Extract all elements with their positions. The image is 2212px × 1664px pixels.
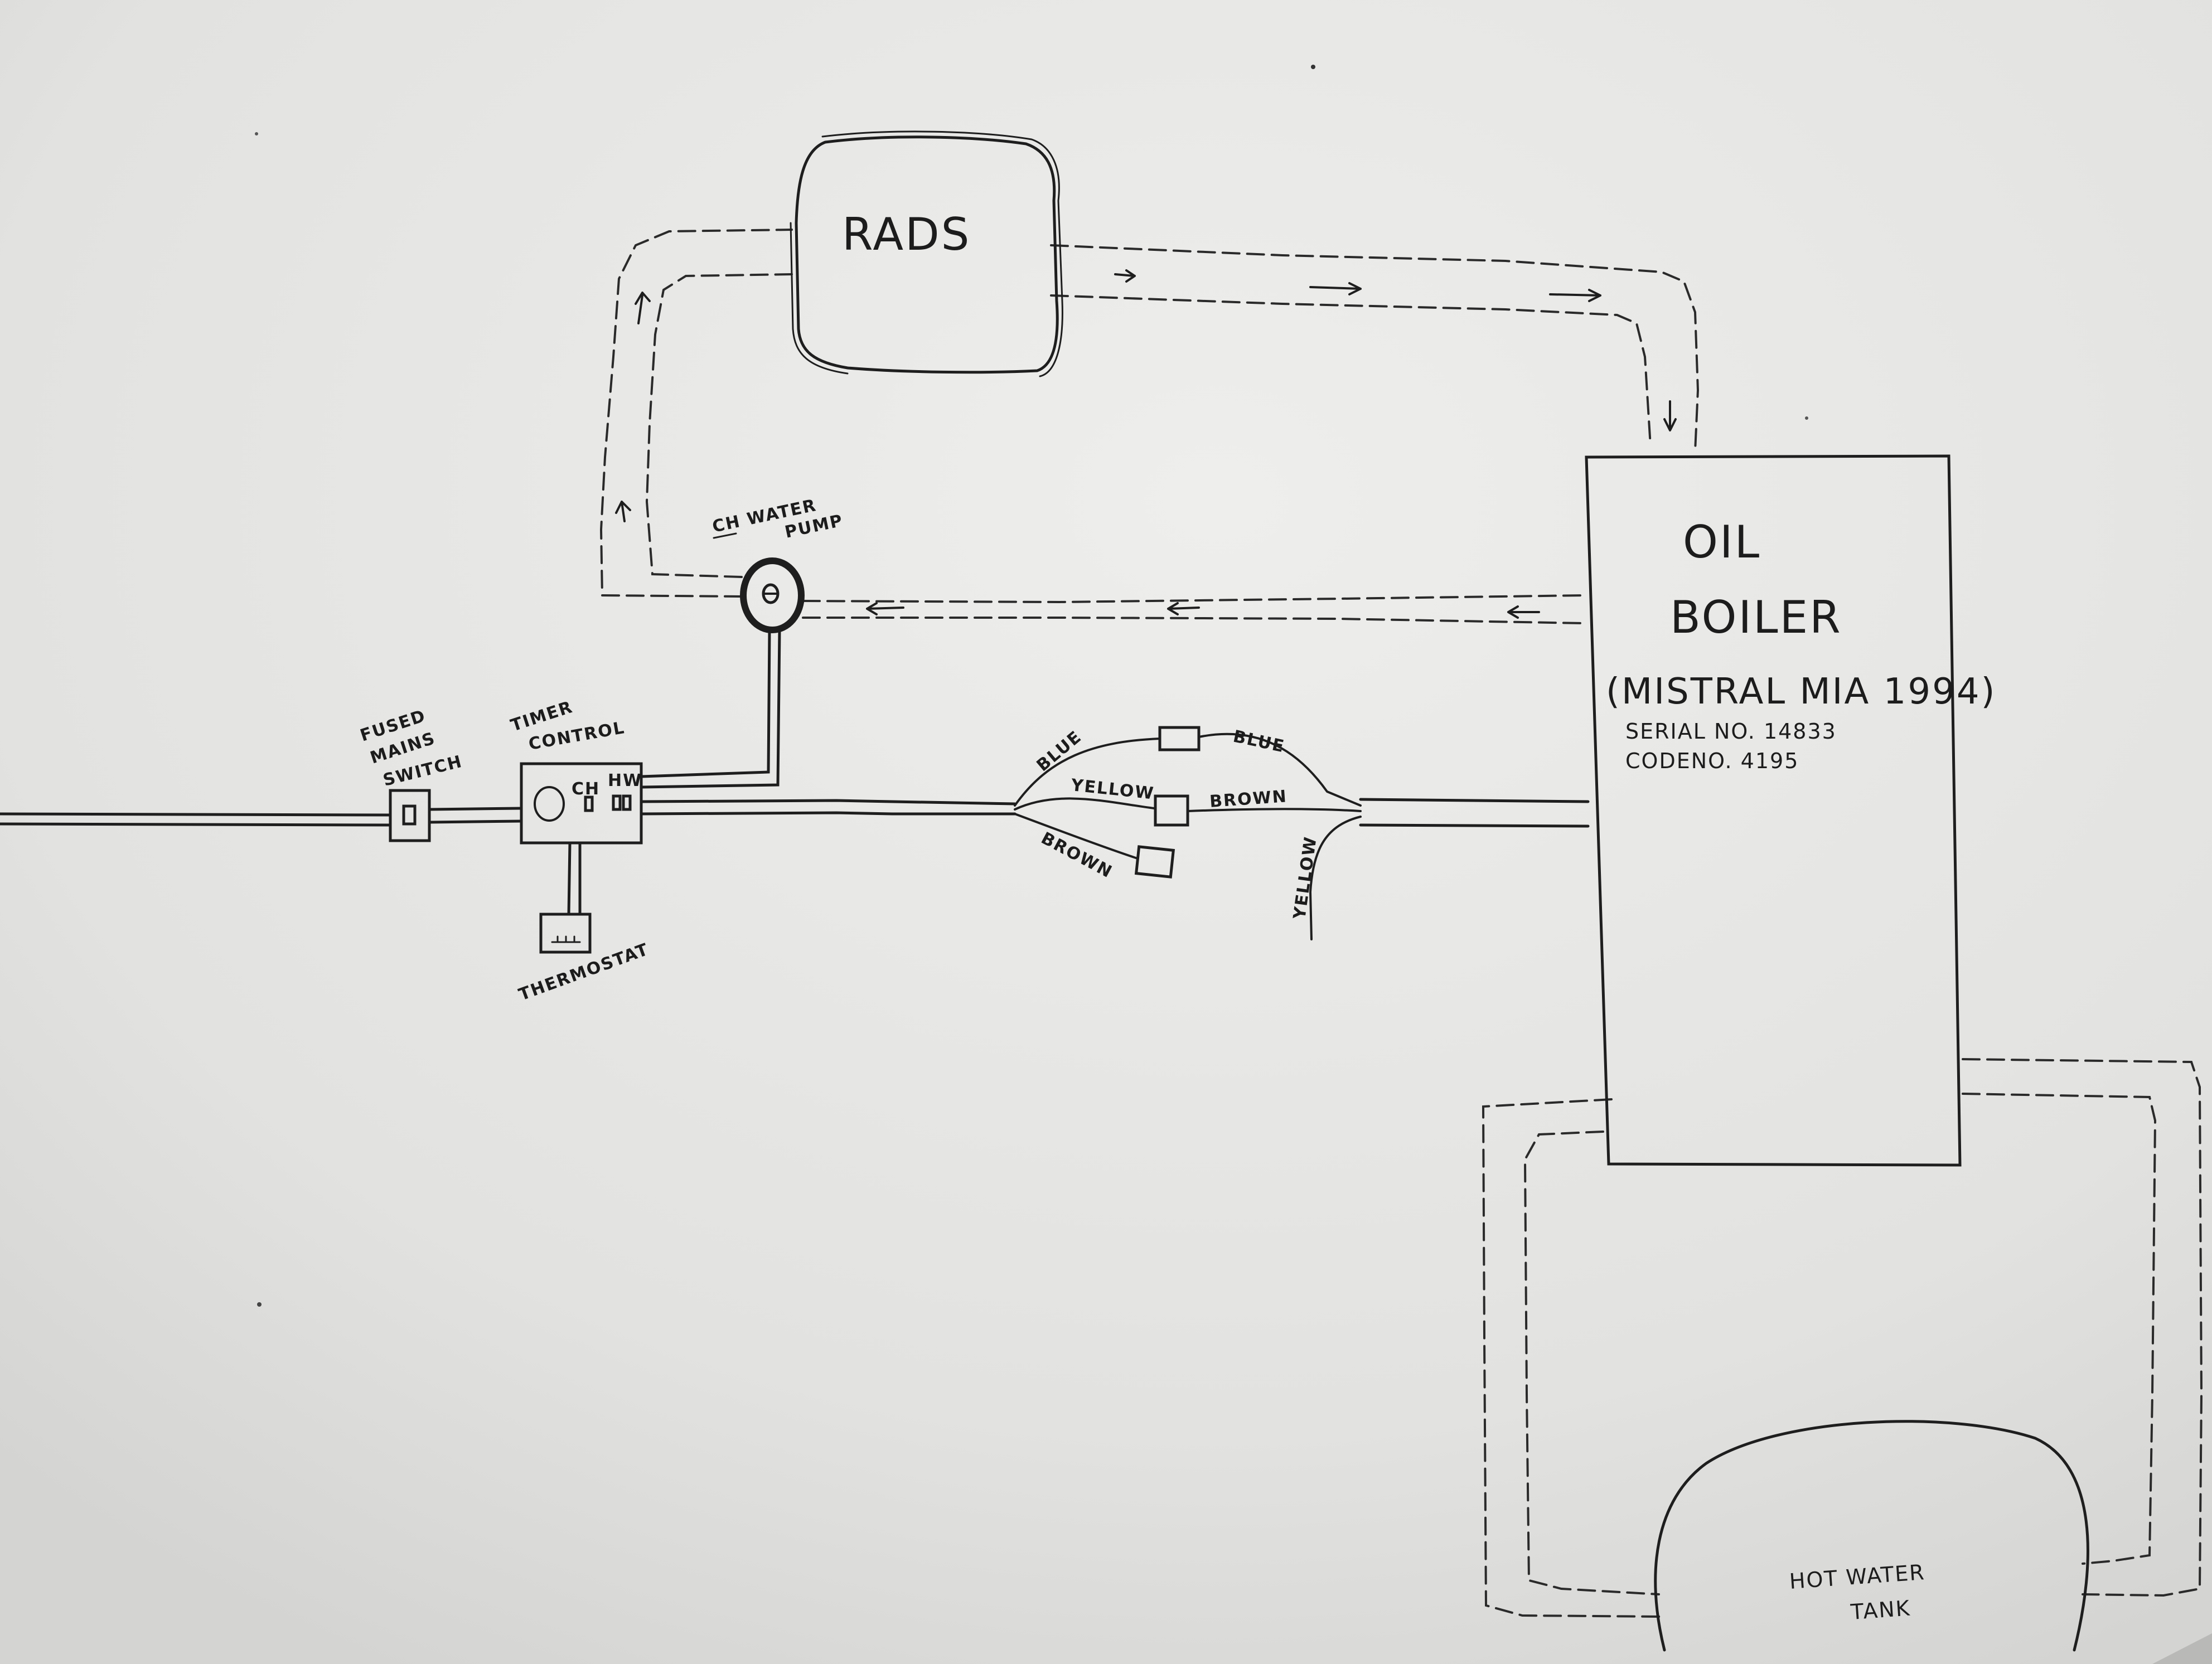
paper-speck — [1805, 416, 1808, 420]
flow-arrow-icon — [635, 292, 651, 324]
boiler-box — [1585, 454, 1962, 1167]
wire-brown-left — [1014, 813, 1139, 860]
rads-unit: RADS — [790, 130, 1063, 377]
timer-hw-label: HW — [608, 771, 642, 790]
flow-arrow-icon — [1167, 602, 1200, 615]
mains-cable-bottom — [0, 822, 392, 827]
rads-to-boiler-pipe-inner — [1050, 294, 1652, 447]
hw-pipework — [1482, 1058, 2203, 1618]
paper-speck — [1311, 65, 1315, 69]
mains-cable-top — [0, 812, 392, 817]
wire-brown-right — [1187, 808, 1362, 812]
connector-block-brown-left — [1134, 845, 1175, 879]
thermostat-box — [539, 913, 592, 954]
hw-pipe-right-outer — [1962, 1058, 2203, 1597]
hw-pipe-left-inner — [1523, 1131, 1660, 1595]
timer-hw-switch-icon — [612, 794, 622, 811]
ch-flow-pipe-inner — [645, 273, 793, 578]
boiler-label-line1: OIL — [1683, 516, 1761, 568]
pump-cable — [640, 628, 771, 778]
rads-label: RADS — [842, 208, 971, 260]
boiler-model: (MISTRAL MIA 1994) — [1606, 671, 1997, 712]
hw-pipe-right-inner — [1962, 1093, 2157, 1565]
flow-arrow-icon — [1663, 400, 1677, 431]
flow-arrow-icon — [1549, 289, 1601, 302]
hw-pipe-left-outer — [1482, 1098, 1663, 1618]
timer-box — [520, 762, 643, 845]
boiler-code: CODENO. 4195 — [1625, 749, 1799, 773]
connector-block-brown — [1154, 794, 1189, 827]
flow-arrow-icon — [615, 501, 631, 522]
rads-box — [795, 135, 1059, 374]
flow-arrow-icon — [1507, 605, 1540, 619]
boiler-label-line2: BOILER — [1670, 591, 1842, 643]
ch-return-pipe-bottom — [802, 617, 1585, 624]
timer-extra-switch-icon — [622, 794, 632, 811]
oil-boiler: OIL BOILER (MISTRAL MIA 1994) SERIAL NO.… — [1585, 454, 1997, 1167]
wire-yellow-down — [1309, 816, 1362, 940]
tank-outline — [1654, 1420, 2089, 1652]
thermostat-cable — [567, 841, 572, 916]
tank-label-line2: TANK — [1850, 1596, 1911, 1624]
paper-speck — [257, 1302, 262, 1307]
switch-box — [389, 789, 431, 842]
wire-blue-right — [1198, 732, 1362, 807]
ch-return-pipe-top — [802, 594, 1585, 604]
timer-to-junction-cable — [640, 799, 1017, 806]
flow-arrow-icon — [1114, 269, 1136, 283]
timer-ch-switch-icon — [584, 795, 594, 812]
timer-dial-icon — [534, 786, 565, 822]
flow-arrow-icon — [866, 602, 904, 615]
paper-shadow-corner — [2152, 1633, 2212, 1664]
thermostat-scale-icon — [551, 935, 581, 943]
pump-circle — [740, 557, 805, 633]
timer-ch-label: CH — [572, 779, 600, 799]
paper-speck — [255, 132, 258, 135]
switch-toggle-icon — [402, 804, 417, 826]
rads-box-outline-2 — [790, 130, 1063, 377]
wire-blue-left — [1014, 738, 1161, 807]
wire-yellow-left — [1014, 797, 1155, 811]
ch-pipework — [599, 229, 1700, 624]
junction-to-boiler-cable — [1359, 798, 1590, 803]
ch-flow-pipe-outer — [599, 229, 793, 598]
connector-block-blue — [1158, 726, 1201, 751]
boiler-serial: SERIAL NO. 14833 — [1625, 719, 1837, 744]
flow-arrow-icon — [1309, 282, 1362, 295]
rads-to-boiler-pipe-outer — [1050, 244, 1700, 453]
